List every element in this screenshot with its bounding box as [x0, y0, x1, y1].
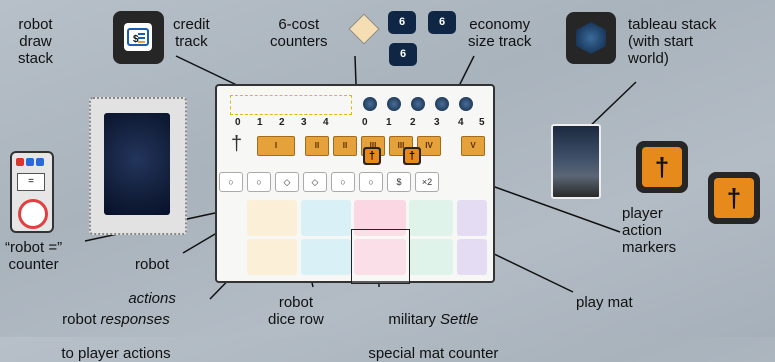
planet-hex-icon	[459, 97, 473, 111]
play-mat: 0 1 2 3 4 0 1 2 3 4 5 I II II III III IV…	[215, 84, 495, 283]
label-robot-eq-counter: “robot =” counter	[5, 239, 63, 273]
dice-cell: ○	[219, 172, 243, 192]
action-figure-icon: †	[231, 133, 243, 155]
responses-italic: responses	[100, 311, 170, 328]
credit-num-1: 1	[257, 117, 263, 128]
six-cost-counter-c: 6	[389, 43, 417, 66]
player-action-marker[interactable]: †	[708, 172, 760, 224]
credit-track	[230, 95, 352, 115]
credit-num-3: 3	[301, 117, 307, 128]
robot-eq-ring-icon	[18, 199, 48, 229]
settle-italic: Settle	[440, 311, 479, 328]
action-figure-icon: †	[714, 178, 754, 218]
military-word: military	[388, 311, 441, 328]
economy-num-4: 4	[458, 117, 464, 128]
label-credit-track: credit track	[173, 16, 210, 50]
credit-num-0: 0	[235, 117, 241, 128]
economy-num-1: 1	[386, 117, 392, 128]
responses-line2: to player actions	[61, 345, 171, 362]
label-robot-responses: robot responses to player actions	[53, 294, 171, 362]
dice-cell: ○	[247, 172, 271, 192]
action-chip: II	[333, 136, 357, 156]
label-robot-dice-row: robot dice row	[268, 294, 324, 328]
svg-text:$: $	[133, 34, 139, 45]
credit-num-4: 4	[323, 117, 329, 128]
economy-num-3: 3	[434, 117, 440, 128]
dice-cell: ◇	[275, 172, 299, 192]
action-chip: I	[257, 136, 295, 156]
action-chip: II	[305, 136, 329, 156]
label-six-cost-counters: 6-cost counters	[270, 16, 328, 50]
dice-cell: $	[387, 172, 411, 192]
mat-zone-pink	[354, 239, 406, 275]
action-figure-icon: †	[642, 147, 682, 187]
mat-zone-green	[409, 200, 453, 236]
robot-eq-red-chip	[16, 158, 24, 166]
player-action-marker-on-mat[interactable]: †	[403, 147, 421, 165]
robot-draw-card	[104, 113, 170, 215]
six-cost-diamond	[348, 13, 380, 45]
mat-zone-green	[409, 239, 453, 275]
player-action-marker[interactable]: †	[636, 141, 688, 193]
mat-zone-blue	[301, 239, 351, 275]
six-cost-counter-a: 6	[388, 11, 416, 34]
label-player-action-markers: player action markers	[622, 205, 677, 256]
dice-cell: ×2	[415, 172, 439, 192]
planet-hex-icon	[411, 97, 425, 111]
military-line2: special mat counter	[368, 345, 499, 362]
player-action-marker-on-mat[interactable]: †	[363, 147, 381, 165]
economy-num-0: 0	[362, 117, 368, 128]
label-economy-size-track: economy size track	[468, 16, 532, 50]
robot-eq-symbol: =	[17, 173, 45, 191]
responses-word: robot	[62, 311, 101, 328]
action-chip: V	[461, 136, 485, 156]
planet-hex-icon	[387, 97, 401, 111]
robot-response-zone	[247, 200, 297, 236]
robot-response-zone	[247, 239, 297, 275]
action-chip: IV	[417, 136, 441, 156]
mat-zone-blue	[301, 200, 351, 236]
economy-size-track	[357, 95, 487, 113]
robot-actions-italic: actions	[128, 290, 176, 307]
label-military-settle: military Settle special mat counter	[360, 294, 498, 362]
robot-eq-blue-chip-2	[36, 158, 44, 166]
label-robot-actions: robot actions	[120, 239, 176, 307]
tableau-icon-tile	[566, 12, 616, 64]
mat-zone-purple	[457, 239, 487, 275]
robot-actions-word: robot	[135, 256, 170, 273]
planet-hex-icon	[435, 97, 449, 111]
planet-hex-icon	[363, 97, 377, 111]
credit-num-2: 2	[279, 117, 285, 128]
dice-cell: ○	[331, 172, 355, 192]
mat-zone-purple	[457, 200, 487, 236]
label-robot-draw-stack: robot draw stack	[18, 16, 54, 67]
economy-num-2: 2	[410, 117, 416, 128]
economy-num-5: 5	[479, 117, 485, 128]
military-settle-special-mat-counter	[351, 229, 410, 284]
robot-draw-stack[interactable]	[89, 97, 187, 235]
six-cost-counter-b: 6	[428, 11, 456, 34]
tableau-stack-card[interactable]	[551, 124, 601, 199]
robot-eq-counter: =	[10, 151, 54, 233]
planet-hex-icon	[576, 22, 606, 54]
dice-cell: ○	[359, 172, 383, 192]
mat-zone-pink	[354, 200, 406, 236]
label-tableau-stack: tableau stack (with start world)	[628, 16, 717, 67]
dice-cell: ◇	[303, 172, 327, 192]
credit-icon-tile: $	[113, 11, 164, 64]
robot-eq-blue-chip	[26, 158, 34, 166]
credit-icon: $	[124, 23, 152, 51]
label-play-mat: play mat	[576, 294, 633, 311]
